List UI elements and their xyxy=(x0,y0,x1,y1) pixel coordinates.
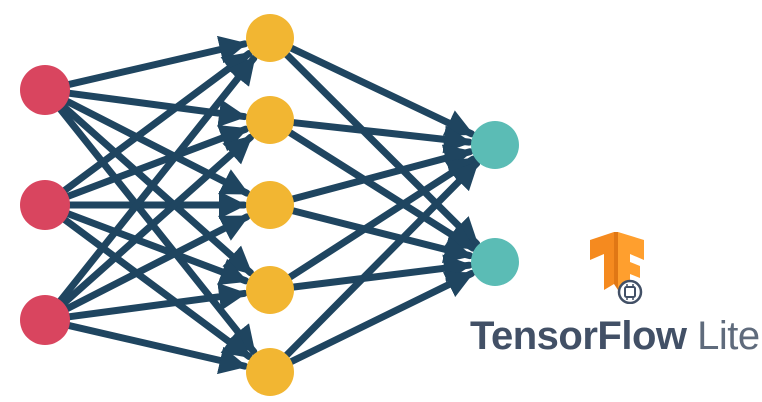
input-node-3 xyxy=(20,295,70,345)
edge-input-3-to-hidden-3 xyxy=(61,213,251,314)
output-node-1 xyxy=(471,121,519,169)
edge-input-3-to-hidden-4 xyxy=(64,282,248,321)
edge-input-1-to-hidden-4 xyxy=(58,101,255,277)
network-edges xyxy=(55,35,481,375)
tensorflow-lite-logo: TensorFlow Lite xyxy=(470,232,760,362)
hidden-node-5 xyxy=(246,348,294,396)
edge-hidden-3-to-output-2 xyxy=(287,206,474,263)
edge-hidden-5-to-output-1 xyxy=(281,159,481,360)
hidden-node-1 xyxy=(246,14,294,62)
logo-name-bold: TensorFlow xyxy=(470,314,687,358)
logo-name-light: Lite xyxy=(686,314,760,358)
hidden-node-4 xyxy=(246,266,294,314)
edge-input-2-to-hidden-2 xyxy=(63,124,250,201)
output-node-2 xyxy=(471,238,519,286)
edge-hidden-4-to-output-2 xyxy=(288,254,473,291)
edge-input-2-to-hidden-4 xyxy=(63,209,250,286)
tensorflow-lite-wordmark: TensorFlow Lite xyxy=(470,314,760,359)
tensorflow-lite-logo-icon xyxy=(590,232,644,304)
edge-input-2-to-hidden-1 xyxy=(59,49,253,195)
edge-hidden-5-to-output-2 xyxy=(286,269,476,366)
network-nodes xyxy=(20,14,519,396)
edge-input-3-to-hidden-1 xyxy=(55,54,258,306)
edge-input-1-to-hidden-1 xyxy=(63,35,249,89)
edge-hidden-3-to-output-1 xyxy=(287,144,474,203)
edge-hidden-2-to-output-1 xyxy=(288,118,473,154)
edge-input-2-to-hidden-5 xyxy=(59,215,253,361)
edge-input-1-to-hidden-5 xyxy=(55,104,258,356)
hidden-node-2 xyxy=(246,96,294,144)
edge-hidden-2-to-output-2 xyxy=(285,128,477,252)
hidden-node-3 xyxy=(246,181,294,229)
edge-hidden-1-to-output-2 xyxy=(282,50,481,248)
edge-hidden-1-to-output-1 xyxy=(286,43,476,138)
input-node-2 xyxy=(20,180,70,230)
input-node-1 xyxy=(20,65,70,115)
edge-input-3-to-hidden-2 xyxy=(58,133,255,309)
edge-input-3-to-hidden-5 xyxy=(63,321,249,375)
edge-input-1-to-hidden-3 xyxy=(61,96,251,197)
edge-hidden-4-to-output-1 xyxy=(284,155,477,282)
